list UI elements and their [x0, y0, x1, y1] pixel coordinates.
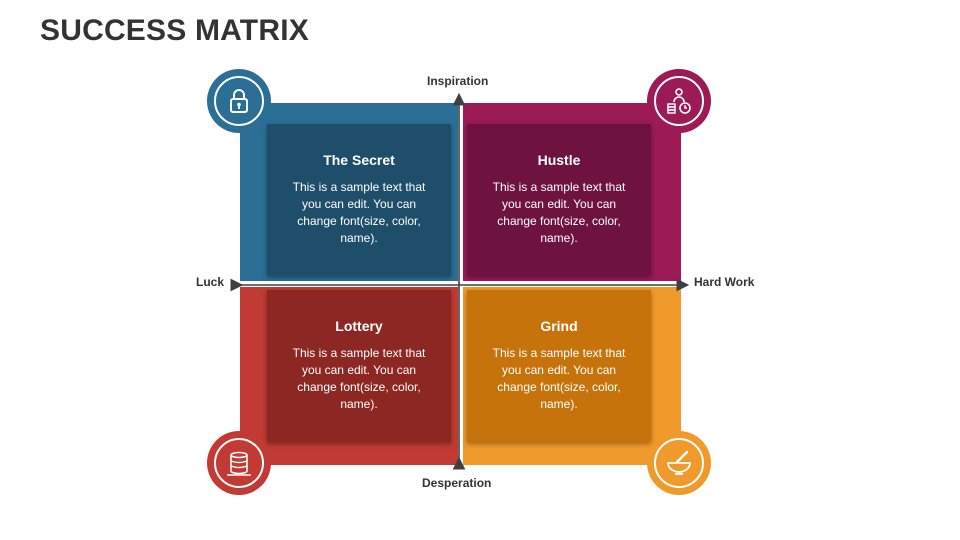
- badge-bottom-right: [647, 431, 711, 495]
- coin-stack-icon: [227, 451, 251, 476]
- badge-top-left: [207, 69, 271, 133]
- mortar-pestle-icon: [667, 450, 691, 475]
- card-the-secret[interactable]: The Secret This is a sample text that yo…: [267, 124, 451, 276]
- card-title: The Secret: [323, 152, 395, 168]
- card-text: This is a sample text that you can edit.…: [492, 180, 626, 245]
- card-title: Grind: [540, 318, 578, 334]
- card-text: This is a sample text that you can edit.…: [492, 346, 626, 411]
- card-lottery[interactable]: Lottery This is a sample text that you c…: [267, 290, 451, 442]
- axis-label-right: Hard Work: [694, 275, 755, 289]
- card-hustle[interactable]: Hustle This is a sample text that you ca…: [467, 124, 651, 276]
- card-title: Lottery: [335, 318, 383, 334]
- axis-label-left: Luck: [196, 275, 225, 289]
- badge-top-right: [647, 69, 711, 133]
- axis-label-top: Inspiration: [427, 74, 489, 88]
- card-title: Hustle: [537, 152, 581, 168]
- axis-label-bottom: Desperation: [422, 476, 492, 490]
- badge-bottom-left: [207, 431, 271, 495]
- card-text: This is a sample text that you can edit.…: [292, 180, 426, 245]
- worker-with-coins-icon: [667, 88, 691, 114]
- padlock-icon: [230, 89, 248, 113]
- card-grind[interactable]: Grind This is a sample text that you can…: [467, 290, 651, 442]
- page-title: SUCCESS MATRIX: [40, 14, 309, 47]
- card-text: This is a sample text that you can edit.…: [292, 346, 426, 411]
